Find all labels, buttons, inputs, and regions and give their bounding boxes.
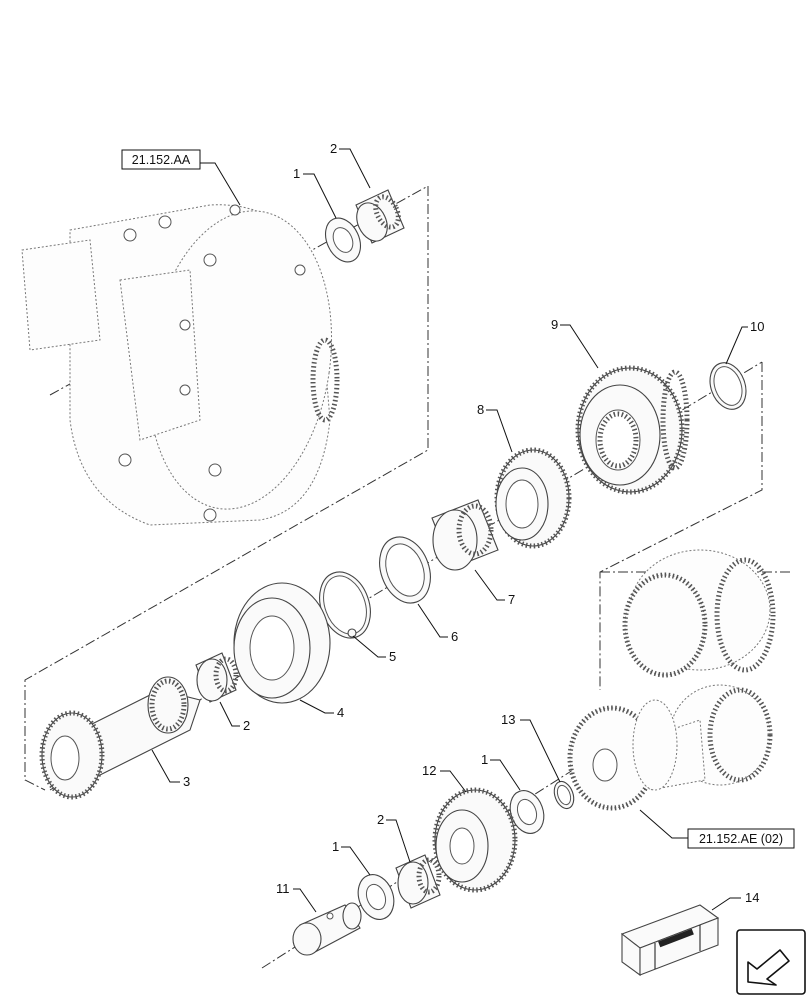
part-8-gear [494, 447, 572, 549]
callout-14: 14 [745, 890, 759, 905]
part-1-thrust-washer-top [324, 217, 362, 263]
part-2-needle-bearing-top [355, 189, 405, 244]
callout-2-bottom: 2 [377, 812, 384, 827]
callout-2-middle: 2 [243, 718, 250, 733]
reference-label-ae-text: 21.152.AE (02) [699, 832, 783, 846]
callouts: 1 2 9 10 8 7 6 5 4 2 3 13 12 1 2 1 11 14 [183, 141, 764, 905]
callout-5: 5 [389, 649, 396, 664]
callout-13: 13 [501, 712, 515, 727]
navigation-arrow-icon[interactable] [736, 929, 806, 995]
callout-3: 3 [183, 774, 190, 789]
callout-9: 9 [551, 317, 558, 332]
part-11-pin [292, 902, 362, 956]
callout-4: 4 [337, 705, 344, 720]
part-12-gear [432, 787, 518, 893]
part-2-needle-bearing-bottom [395, 854, 442, 909]
part-7-needle-bearing [431, 499, 499, 571]
housing-ghost [21, 204, 340, 526]
part-3-output-shaft [39, 676, 201, 800]
gear-cluster-ghost [567, 549, 776, 811]
callout-1-lower: 1 [481, 752, 488, 767]
part-10-snap-ring [709, 362, 747, 410]
callout-12: 12 [422, 763, 436, 778]
leader-lines [151, 148, 748, 913]
callout-1-bottom: 1 [332, 839, 339, 854]
callout-10: 10 [750, 319, 764, 334]
callout-1-top: 1 [293, 166, 300, 181]
part-6-thrust-washer [379, 536, 431, 604]
part-2-needle-bearing-middle [195, 652, 239, 703]
part-1-thrust-washer-bottom [357, 874, 395, 920]
reference-label-ae[interactable]: 21.152.AE (02) [687, 828, 795, 849]
housing-bolt-holes [118, 204, 306, 522]
part-13-snap-ring [553, 780, 575, 810]
part-14-kit-box [620, 904, 720, 977]
part-4-ball-bearing [233, 582, 331, 704]
callout-7: 7 [508, 592, 515, 607]
reference-label-aa[interactable]: 21.152.AA [121, 149, 201, 170]
part-9-synchronizer-hub [575, 365, 690, 495]
callout-8: 8 [477, 402, 484, 417]
reference-label-aa-text: 21.152.AA [132, 153, 191, 167]
callout-2-top: 2 [330, 141, 337, 156]
callout-11: 11 [276, 881, 290, 896]
callout-6: 6 [451, 629, 458, 644]
part-5-snap-ring [319, 571, 371, 639]
